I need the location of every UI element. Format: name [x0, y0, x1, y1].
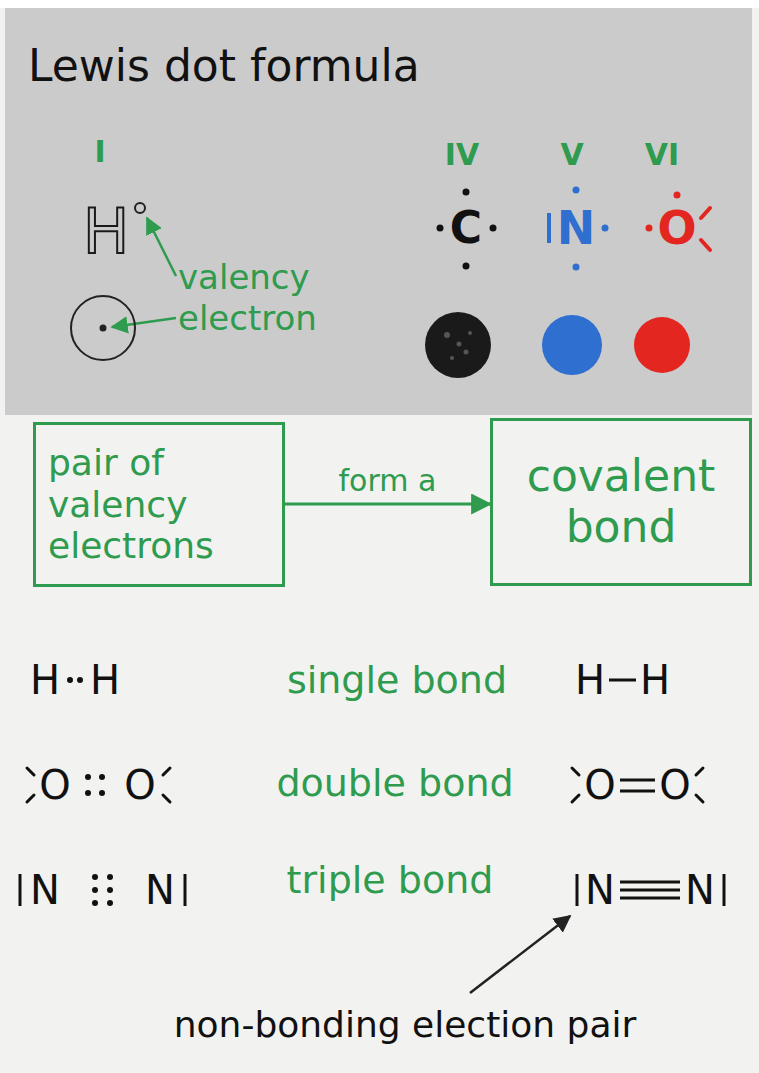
electron-dot [573, 264, 580, 271]
electron-dot [107, 887, 113, 893]
electron-dot [107, 874, 113, 880]
lone-pair-bar [701, 240, 710, 250]
triple-bond-lines [620, 882, 680, 898]
bond-line [620, 889, 680, 892]
electron-dot [67, 677, 73, 683]
electron-dot [573, 187, 580, 194]
electron-dot [646, 225, 653, 232]
concept-box: pair of valency electrons [33, 422, 285, 587]
element-symbol: O [657, 205, 696, 251]
electron-dot [99, 790, 105, 796]
carbon-dots [437, 189, 497, 270]
speck [468, 331, 472, 335]
element-symbol: N [145, 870, 175, 910]
bond-dots [85, 774, 105, 796]
electron-dot [92, 887, 98, 893]
electron-dot [107, 900, 113, 906]
paper-edge [0, 0, 759, 8]
electron-dot [85, 790, 91, 796]
lone-pair-bar [576, 874, 579, 906]
bond-dots [92, 874, 113, 906]
leader-arrow [470, 916, 570, 993]
single-bond-line [609, 679, 636, 682]
connector-arrow [285, 503, 490, 506]
bond-type: single bond [287, 661, 507, 699]
atom-texture [444, 331, 472, 360]
lone-pair-bar [163, 795, 170, 802]
electron-dot [92, 900, 98, 906]
electron-dot [437, 225, 444, 232]
box-text: covalent bond [505, 451, 737, 552]
speck [450, 356, 454, 360]
atom-circle [71, 296, 135, 360]
electron-dot [602, 225, 609, 232]
lone-pair-bar [696, 768, 703, 775]
group-numeral: I [94, 137, 105, 167]
speck [464, 350, 469, 355]
group-numeral: IV [445, 140, 479, 170]
electron-mark [135, 203, 145, 213]
speck [457, 342, 462, 347]
leader-arrow [147, 218, 176, 276]
element-symbol: N [557, 205, 596, 251]
element-symbol: N [30, 870, 60, 910]
box-text: pair of valency electrons [48, 442, 270, 566]
electron-dot [99, 774, 105, 780]
lone-pair-bar [701, 208, 710, 218]
nitrogen-atom [542, 315, 602, 375]
note: non-bonding election pair [174, 1007, 637, 1043]
element-symbol: O [584, 765, 615, 805]
bond-line [620, 897, 680, 900]
callout-label: valency electron [178, 257, 358, 339]
element-symbol: O [39, 765, 70, 805]
double-bond-line [620, 790, 655, 793]
element-symbol: H [83, 201, 130, 263]
lone-pair-bar [572, 768, 579, 775]
lone-pair-bar [572, 795, 579, 802]
lone-pair-bar [184, 874, 187, 906]
lone-pair-bar [27, 795, 34, 802]
double-bond-line [620, 779, 655, 782]
group-numeral: V [560, 140, 583, 170]
bond-type: double bond [276, 764, 513, 802]
group-numeral: VI [645, 140, 679, 170]
bond-dots [67, 677, 83, 683]
element-symbol: N [585, 870, 615, 910]
leader-arrow [112, 318, 176, 327]
electron-dot [100, 325, 107, 332]
bond-type: triple bond [287, 861, 494, 899]
electron-dot [77, 677, 83, 683]
element-symbol: H [90, 660, 120, 700]
carbon-atom [425, 312, 491, 378]
title: Lewis dot formula [28, 44, 420, 88]
lone-pair-bar [27, 768, 34, 775]
lone-pair-bar [696, 795, 703, 802]
speck [444, 332, 450, 338]
lone-pair-bar [547, 213, 551, 243]
electron-dot [85, 774, 91, 780]
element-symbol: H [640, 660, 670, 700]
electron-dot [92, 874, 98, 880]
electron-dot [463, 189, 470, 196]
electron-dot [463, 263, 470, 270]
element-symbol: H [30, 660, 60, 700]
oxygen-bars [701, 208, 710, 250]
element-symbol: N [685, 870, 715, 910]
lone-pair-bar [163, 768, 170, 775]
bond-line [620, 881, 680, 884]
element-symbol: O [124, 765, 155, 805]
element-symbol: H [575, 660, 605, 700]
edge-label: form a [339, 466, 437, 496]
electron-dot [674, 192, 681, 199]
grey-panel [5, 8, 752, 415]
element-symbol: C [450, 206, 482, 250]
oxygen-atom [634, 317, 690, 373]
lone-pair-bar [723, 874, 726, 906]
concept-box: covalent bond [490, 418, 752, 586]
element-symbol: O [659, 765, 690, 805]
electron-dot [490, 225, 497, 232]
lone-pair-bar [19, 874, 22, 906]
